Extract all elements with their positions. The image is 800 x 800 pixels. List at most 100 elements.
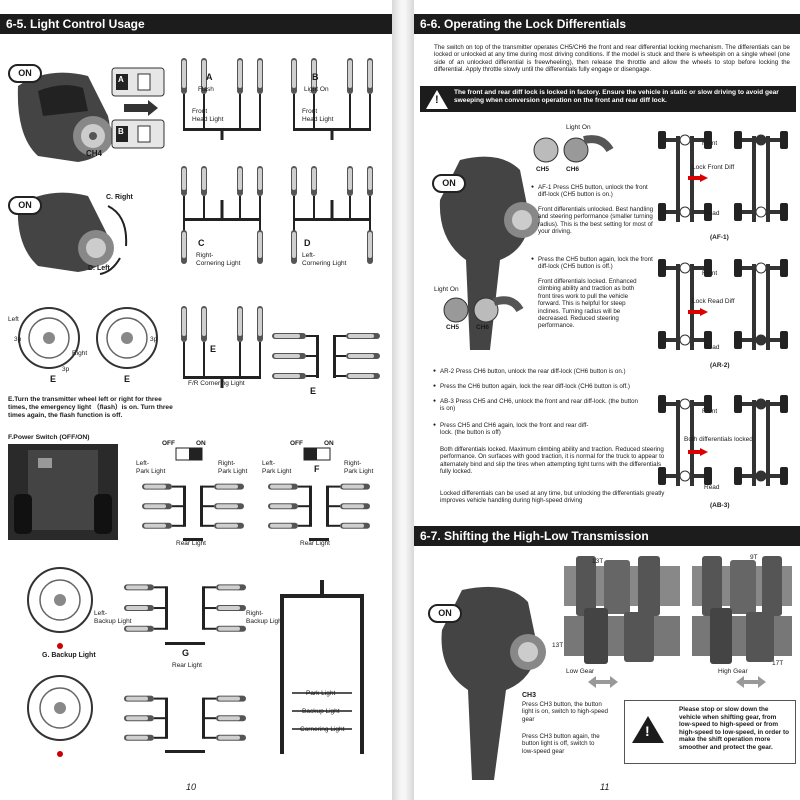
ch6-label-2: CH6 [476, 324, 490, 331]
page-number-right: 11 [600, 782, 610, 792]
ch6-label-1: CH6 [566, 166, 580, 173]
wheel-backup-illustration-1 [27, 567, 93, 649]
ar2-label: (AR-2) [710, 362, 730, 369]
chassis-diagram-ar2 [658, 259, 788, 350]
warning-icon: ! [426, 90, 448, 109]
red-arrow-icon [688, 174, 708, 182]
rear-harness-2 [268, 483, 370, 541]
wheel-3p-1: 3p [14, 336, 22, 343]
on-callout-right: ON [432, 174, 466, 193]
ar2-title: AR-2 Press CH6 button, unlock the rear d… [433, 368, 670, 376]
af1-body: Front differentials unlocked. Best handl… [538, 206, 654, 236]
light-e-part: F/R Cornering Light [188, 380, 245, 387]
rear-harness-1 [142, 483, 244, 541]
wheel-e-letter-1: E [50, 374, 57, 384]
light-d-part: Left- Cornering Light [302, 252, 347, 267]
transmitter-illustration [17, 72, 113, 162]
ab3-front-label: Front [702, 408, 718, 415]
light-g-letter: G [182, 648, 190, 658]
rear-light-label-2: Rear Light [300, 540, 330, 547]
light-harness-d [291, 166, 373, 264]
switch-a-label: A [118, 75, 124, 84]
emergency-caption: E.Turn the transmitter wheel left or rig… [8, 396, 173, 419]
right-backup-label: Right- Backup Light [246, 610, 284, 625]
legend-cornering: Cornering Light [300, 726, 345, 733]
right-page: 6-6. Operating the Lock Differentials Th… [414, 0, 800, 800]
light-b-part: Front Head Light [302, 108, 334, 123]
light-d-letter: D [304, 238, 311, 248]
off-label-2: OFF [290, 440, 303, 447]
both-locked-label: Both differentials locked [684, 436, 753, 443]
left-park-label-1: Left- Park Light [136, 460, 166, 475]
ch5-again-title: Press the CH5 button again, lock the fro… [531, 256, 658, 271]
both-title: Press CH5 and CH6 again, lock the front … [433, 422, 590, 437]
off-label-1: OFF [162, 440, 175, 447]
light-harness-b [291, 58, 373, 140]
ch5-again-body: Front differentials locked. Enhanced cli… [538, 278, 637, 330]
backup-caption: G. Backup Light [42, 652, 96, 659]
high-gear-label: High Gear [718, 668, 748, 675]
legend-park: Park Light [306, 690, 336, 697]
on-callout-ch3: ON [428, 604, 462, 623]
ch5-ch6-buttons-1 [533, 135, 614, 163]
ab3-title: AB-3 Press CH5 and CH6, unlock the front… [433, 398, 640, 413]
light-harness-e-rear [272, 333, 380, 379]
af1-front-label: Front [702, 140, 718, 147]
gearbox-high-illustration [692, 556, 792, 664]
right-park-label-2: Right- Park Light [344, 460, 374, 475]
ab3-read-label: Read [704, 484, 720, 491]
ch5-label-1: CH5 [536, 166, 550, 173]
on-label-2: ON [324, 440, 334, 447]
transmitter-turn-illustration [17, 192, 128, 275]
light-harness-c [181, 166, 263, 264]
chassis-diagram-af1 [658, 131, 788, 222]
section-title-lock-diff: 6-6. Operating the Lock Differentials [414, 14, 800, 34]
gear-13t-top: 13T [592, 558, 604, 565]
left-page: 6-5. Light Control Usage ON CH4 A B A Fl… [0, 0, 392, 800]
wheel-e-letter-2: E [124, 374, 131, 384]
light-c-part: Right- Cornering Light [196, 252, 241, 267]
ch3-body-1: Press CH3 button, the button light is on… [522, 701, 608, 723]
rear-light-label-1: Rear Light [176, 540, 206, 547]
ar2-read-label: Read [704, 344, 720, 351]
left-park-label-2: Left- Park Light [262, 460, 292, 475]
ar2-front-label: Front [702, 270, 718, 277]
section-title-light-control: 6-5. Light Control Usage [0, 14, 392, 34]
ch5-ch6-buttons-2 [443, 296, 524, 323]
transmitter-ch3-illustration [441, 586, 546, 780]
light-harness-e [181, 306, 263, 388]
lock-read-diff-label: Lock Read Diff [692, 298, 735, 305]
low-gear-label: Low Gear [566, 668, 595, 675]
power-toggle-2 [303, 447, 331, 461]
light-c-letter: C [198, 238, 205, 248]
light-e-letter: E [210, 344, 217, 354]
on-callout: ON [8, 64, 42, 83]
light-a-mode: Flash [198, 86, 214, 93]
ch5-label-2: CH5 [446, 324, 460, 331]
af1-title: AF-1 Press CH5 button, unlock the front … [531, 184, 658, 199]
transmitter-ch5-illustration [439, 156, 540, 350]
left-backup-label: Left- Backup Light [94, 610, 132, 625]
ch4-switch-diagram [111, 67, 165, 149]
ab3-label: (AB-3) [710, 502, 730, 509]
wheel-3p-3: 3p [150, 336, 158, 343]
backup-harness-top [124, 584, 246, 645]
backup-harness-bottom [124, 695, 246, 753]
light-a-letter: A [206, 72, 213, 82]
truck-chassis-photo [8, 444, 118, 540]
wheel-backup-illustration-2 [27, 675, 93, 757]
af1-read-label: Read [704, 210, 720, 217]
ch3-body-2: Press CH3 button again, the button light… [522, 733, 600, 755]
page-gutter [392, 0, 414, 800]
ch3-label: CH3 [522, 692, 537, 699]
right-park-label-1: Right- Park Light [218, 460, 248, 475]
chassis-diagram-ab3 [658, 395, 788, 486]
caution-icon: ! [632, 716, 664, 743]
red-arrow-icon-2 [688, 308, 708, 316]
wheel-3p-2: 3p [62, 366, 70, 373]
lock-front-diff-label: Lock Front Diff [692, 164, 735, 171]
light-on-label-2: Light On [434, 286, 459, 293]
section-title-transmission: 6-7. Shifting the High-Low Transmission [414, 526, 800, 546]
light-b-letter: B [312, 72, 319, 82]
low-gear-arrow [588, 676, 618, 688]
